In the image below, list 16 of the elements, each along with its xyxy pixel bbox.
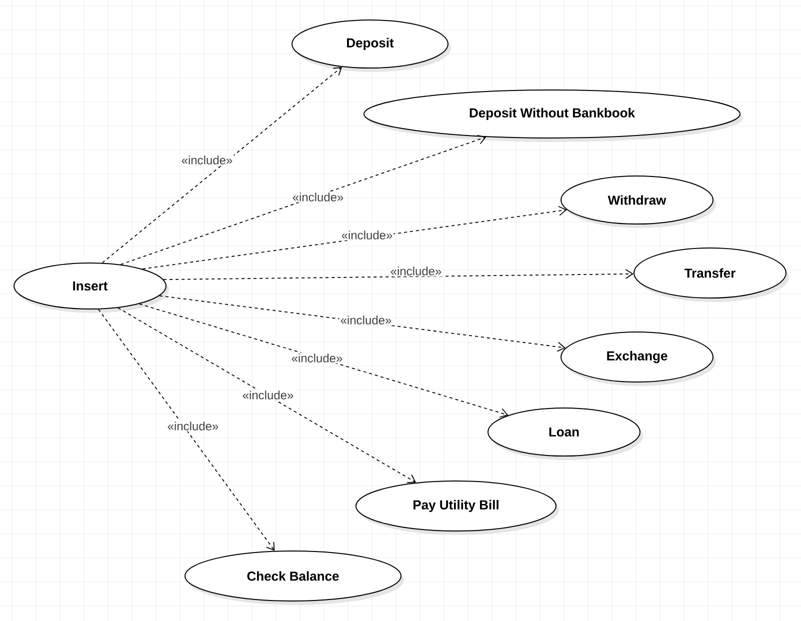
include-arrow bbox=[142, 206, 567, 270]
edge-label: «include» bbox=[290, 352, 344, 364]
include-arrow bbox=[163, 269, 634, 280]
edge-label: «include» bbox=[166, 420, 220, 432]
edge-label: «include» bbox=[241, 390, 295, 400]
edge-label: «include» bbox=[389, 266, 443, 276]
include-arrow bbox=[118, 307, 416, 483]
edge-label: «include» bbox=[339, 314, 393, 326]
include-arrow bbox=[102, 66, 342, 264]
include-arrow bbox=[98, 308, 275, 551]
include-arrow bbox=[120, 134, 486, 265]
edge-label: «include» bbox=[180, 154, 234, 166]
include-arrow bbox=[138, 304, 508, 418]
edge-label: «include» bbox=[291, 192, 345, 202]
include-arrow bbox=[159, 295, 566, 352]
edge-label: «include» bbox=[340, 230, 394, 240]
